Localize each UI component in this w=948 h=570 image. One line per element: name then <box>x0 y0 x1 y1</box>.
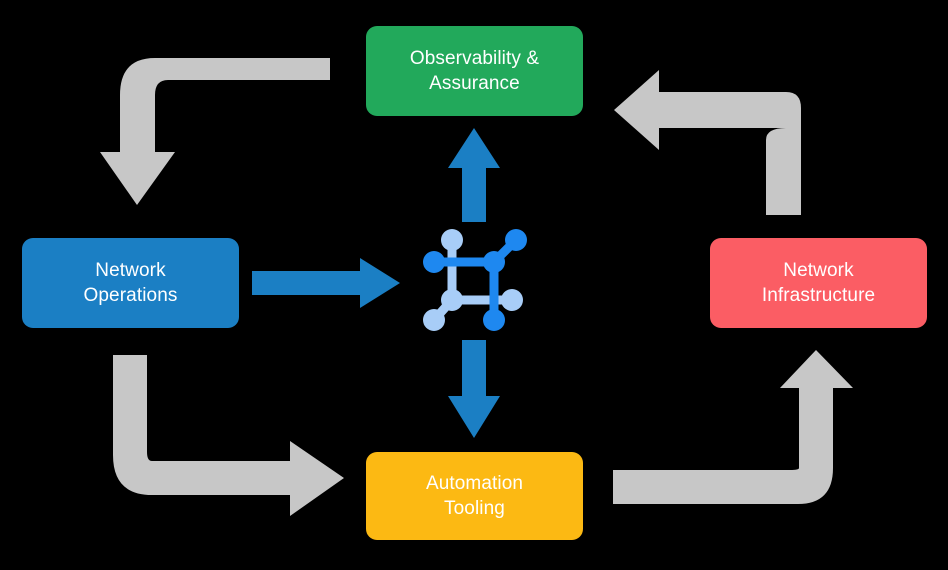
node-automation-tooling-label: Automation Tooling <box>425 472 524 519</box>
gray-arrow-infrastructure-to-observability <box>614 70 801 215</box>
node-observability-assurance-label: Observability & Assurance <box>409 47 540 94</box>
blue-arrow-center-to-automation <box>448 340 500 438</box>
gray-arrow-observability-to-operations <box>100 58 330 205</box>
network-topology-icon <box>423 229 527 331</box>
node-automation-tooling[interactable]: Automation Tooling <box>366 452 583 540</box>
blue-arrow-center-to-observability <box>448 128 500 222</box>
node-observability-assurance[interactable]: Observability & Assurance <box>366 26 583 116</box>
gray-arrow-automation-to-infrastructure <box>613 350 853 504</box>
node-network-infrastructure-label: Network Infrastructure <box>761 259 876 306</box>
gray-arrow-operations-to-automation <box>113 355 344 516</box>
node-network-infrastructure[interactable]: Network Infrastructure <box>710 238 927 328</box>
node-network-operations-label: Network Operations <box>83 259 178 306</box>
node-network-operations[interactable]: Network Operations <box>22 238 239 328</box>
blue-arrow-operations-to-center <box>252 258 400 308</box>
